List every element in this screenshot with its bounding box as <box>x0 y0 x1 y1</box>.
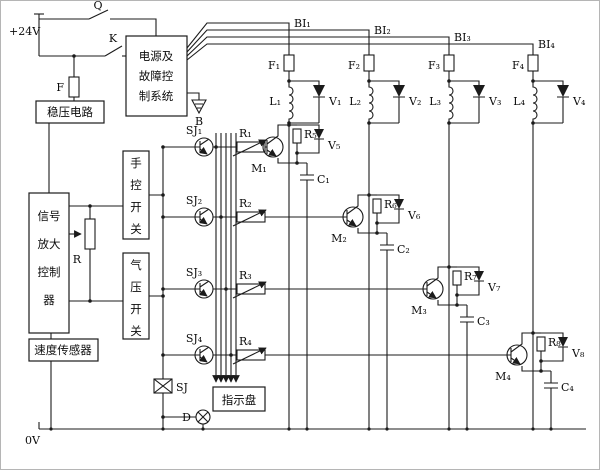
manual-switch-char1: 手 <box>130 156 142 170</box>
label-m1: M₁ <box>251 162 267 175</box>
label-l1: L₁ <box>269 95 281 108</box>
label-bi3: BI₃ <box>454 31 471 44</box>
diode-v3-symbol <box>473 85 485 97</box>
label-l3: L₃ <box>429 95 441 108</box>
label-f3: F₃ <box>428 59 440 72</box>
label-l2: L₂ <box>349 95 361 108</box>
branch-3 <box>163 55 485 429</box>
label-sj1: SJ₁ <box>186 124 202 137</box>
label-v5: V₅ <box>327 139 340 152</box>
air-switch-char3: 开 <box>130 302 142 316</box>
air-switch-char4: 关 <box>130 324 142 338</box>
diode-v2-symbol <box>393 85 405 97</box>
label-c2: C₂ <box>397 243 410 256</box>
label-sj3: SJ₃ <box>186 266 202 279</box>
resistor-r6-symbol <box>373 199 381 213</box>
label-c3: C₃ <box>477 315 490 328</box>
label-c1: C₁ <box>317 173 330 186</box>
capacitor-c2-symbol <box>380 233 394 429</box>
inductor-l2-symbol <box>369 81 373 123</box>
power-control-line3: 制系统 <box>139 89 174 103</box>
indicator-bundle <box>214 133 236 382</box>
label-m2: M₂ <box>331 232 347 245</box>
fuse-f2-symbol <box>364 55 374 71</box>
label-r1: R₁ <box>239 127 252 140</box>
label-sj4: SJ₄ <box>186 332 203 345</box>
label-0v: 0V <box>25 434 41 447</box>
amplifier-line1: 信号 <box>38 209 61 223</box>
fuse-f3-symbol <box>444 55 454 71</box>
label-switch-q: Q <box>93 1 102 12</box>
indicator-panel-label: 指示盘 <box>222 393 257 407</box>
label-r2: R₂ <box>239 197 252 210</box>
label-v4: V₄ <box>572 95 586 108</box>
label-f4: F₄ <box>512 59 525 72</box>
label-v3: V₃ <box>488 95 501 108</box>
label-lamp-d: D <box>182 411 191 424</box>
fuse-f1-symbol <box>284 55 294 71</box>
label-plus24v: +24V <box>9 25 41 38</box>
label-c4: C₄ <box>561 381 574 394</box>
bottom-rail <box>39 422 586 431</box>
label-sj-coil: SJ <box>176 381 188 394</box>
switch-k-symbol <box>105 46 122 56</box>
manual-switch-char2: 控 <box>130 178 142 192</box>
label-bi2: BI₂ <box>374 24 391 37</box>
power-control-line2: 故障控 <box>139 69 174 83</box>
label-sj2: SJ₂ <box>186 194 202 207</box>
label-f1: F₁ <box>268 59 280 72</box>
label-fuse-f: F <box>56 81 64 94</box>
label-r8: R₈ <box>548 336 561 349</box>
inductor-l4-symbol <box>533 81 537 123</box>
regulator-label: 稳压电路 <box>47 105 93 119</box>
inductor-l3-symbol <box>449 81 453 123</box>
power-control-line1: 电源及 <box>139 49 174 63</box>
manual-switch-char3: 开 <box>130 200 142 214</box>
amplifier-line2: 放大 <box>38 237 61 251</box>
label-bi1: BI₁ <box>294 17 311 30</box>
resistor-r5-symbol <box>293 129 301 143</box>
label-potentiometer-r: R <box>73 253 82 266</box>
label-v8: V₈ <box>571 347 585 360</box>
label-m3: M₃ <box>411 304 427 317</box>
capacitor-c1-symbol <box>300 163 314 429</box>
label-v2: V₂ <box>408 95 421 108</box>
buzzer-icon <box>187 93 206 113</box>
capacitor-c3-symbol <box>460 305 474 429</box>
amplifier-line4: 器 <box>43 293 55 307</box>
label-l4: L₄ <box>513 95 525 108</box>
fuse-f-symbol <box>69 77 79 97</box>
resistor-r8-symbol <box>537 337 545 351</box>
label-bi4: BI₄ <box>538 38 555 51</box>
label-v1: V₁ <box>328 95 341 108</box>
diode-v4-symbol <box>557 85 569 97</box>
label-r3: R₃ <box>239 269 252 282</box>
label-f2: F₂ <box>348 59 360 72</box>
control-bus <box>149 145 165 379</box>
capacitor-c4-symbol <box>544 371 558 429</box>
air-switch-char2: 压 <box>130 280 142 294</box>
label-switch-k: K <box>109 32 118 45</box>
label-r7: R₇ <box>464 270 477 283</box>
relay-coil-symbol <box>154 379 172 429</box>
speed-sensor-label: 速度传感器 <box>34 343 92 357</box>
resistor-r7-symbol <box>453 271 461 285</box>
bi-feed-lines <box>187 23 533 60</box>
label-r5: R₅ <box>304 128 317 141</box>
label-r4: R₄ <box>239 335 252 348</box>
label-m4: M₄ <box>495 370 511 383</box>
inductor-l1-symbol <box>289 81 293 123</box>
diode-v1-symbol <box>313 85 325 97</box>
label-v6: V₆ <box>407 209 421 222</box>
label-v7: V₇ <box>487 281 501 294</box>
air-switch-char1: 气 <box>130 258 142 272</box>
manual-switch-char4: 关 <box>130 222 142 236</box>
amplifier-line3: 控制 <box>38 265 61 279</box>
label-r6: R₆ <box>384 198 397 211</box>
branch-2 <box>163 55 405 429</box>
fuse-f4-symbol <box>528 55 538 71</box>
